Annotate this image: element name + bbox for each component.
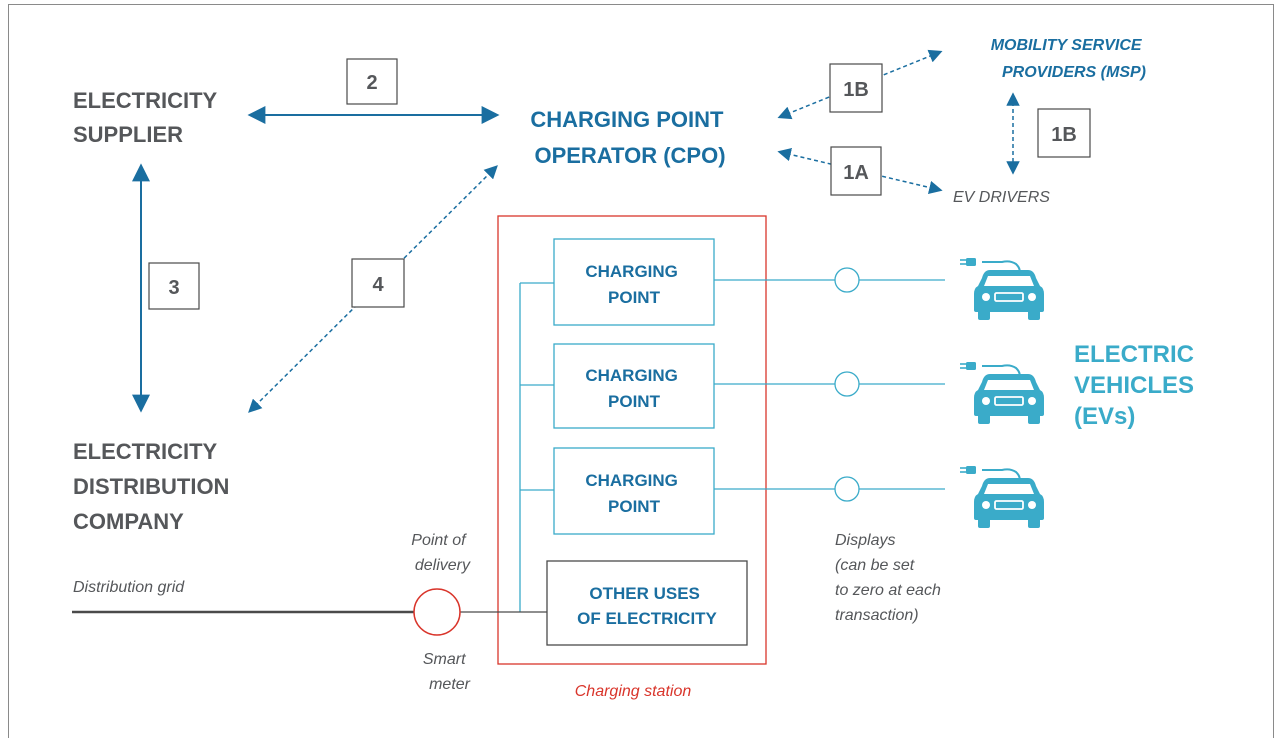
ev-drivers-label: EV DRIVERS [953, 189, 1050, 206]
display-circle-icon [834, 476, 860, 502]
svg-text:3: 3 [168, 277, 179, 299]
svg-text:CHARGING POINT: CHARGING POINT [585, 366, 682, 411]
cpo-label: CHARGING POINT OPERATOR (CPO) [530, 107, 729, 168]
svg-text:2: 2 [366, 72, 377, 94]
smart-meter-circle-icon [413, 588, 461, 636]
flow-number-3-box: 3 [148, 262, 200, 310]
svg-text:1A: 1A [843, 162, 869, 184]
charging-station-label: Charging station [575, 683, 692, 700]
electricity-supplier-label: ELECTRICITY SUPPLIER [73, 88, 223, 147]
flow-number-2-box: 2 [346, 58, 398, 105]
station-bus-lines [519, 279, 945, 612]
svg-text:1B: 1B [843, 79, 869, 101]
flow-number-4-box: 4 [351, 258, 405, 308]
electric-vehicles-label: ELECTRIC VEHICLES (EVs) [1074, 341, 1201, 430]
diagram-frame [8, 4, 1274, 738]
charging-station-frame [497, 215, 767, 665]
charging-point-box: CHARGING POINT [553, 343, 715, 429]
ev-car-plug-icon [960, 362, 1044, 424]
distribution-cpo-arrow [248, 165, 498, 413]
flow-number-1a-box: 1A [830, 146, 882, 196]
charging-point-box: CHARGING POINT [553, 238, 715, 326]
svg-text:4: 4 [372, 274, 384, 296]
svg-text:CHARGING POINT: CHARGING POINT [585, 262, 682, 307]
ev-car-plug-icon [960, 466, 1044, 528]
msp-label: MOBILITY SERVICE PROVIDERS (MSP) [991, 37, 1146, 81]
electricity-distribution-company-label: ELECTRICITY DISTRIBUTION COMPANY [73, 439, 236, 534]
svg-text:1B: 1B [1051, 124, 1077, 146]
ev-car-plug-icon [960, 258, 1044, 320]
distribution-grid-label: Distribution grid [73, 579, 185, 596]
displays-note: Displays (can be set to zero at each tra… [835, 532, 945, 624]
flow-number-1b-box: 1B [1037, 108, 1091, 158]
flow-number-1b-box: 1B [829, 63, 883, 113]
svg-text:CHARGING POINT: CHARGING POINT [585, 471, 682, 516]
point-of-delivery-label: Point of delivery [411, 532, 471, 574]
charging-point-box: CHARGING POINT [553, 447, 715, 535]
svg-text:OTHER USES OF ELECTRICIT: OTHER USES OF ELECTRICITY [577, 584, 717, 628]
smart-meter-label: Smart meter [423, 651, 471, 693]
display-circle-icon [834, 267, 860, 293]
display-circle-icon [834, 371, 860, 397]
other-uses-box: OTHER USES OF ELECTRICITY [546, 560, 748, 646]
